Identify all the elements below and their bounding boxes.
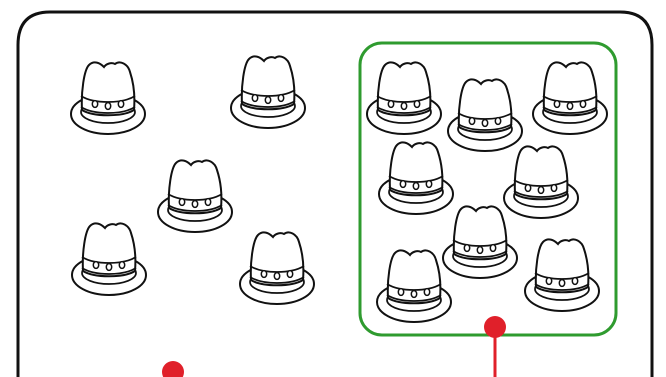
hat-icon [240, 232, 314, 304]
hat-icon [525, 239, 599, 311]
hat-icon [377, 250, 451, 322]
hat-icon [71, 62, 145, 134]
pointer-dot-right [484, 316, 506, 338]
hat-icon [504, 146, 578, 218]
hat-icon [448, 79, 522, 151]
hat-icon [379, 142, 453, 214]
hat-icon [533, 62, 607, 134]
hat-icon [158, 160, 232, 232]
hat-icon [367, 62, 441, 134]
hat-icon [443, 206, 517, 278]
hat-icon [72, 223, 146, 295]
hat-icon [231, 56, 305, 128]
pointer-dot-left [162, 361, 184, 377]
